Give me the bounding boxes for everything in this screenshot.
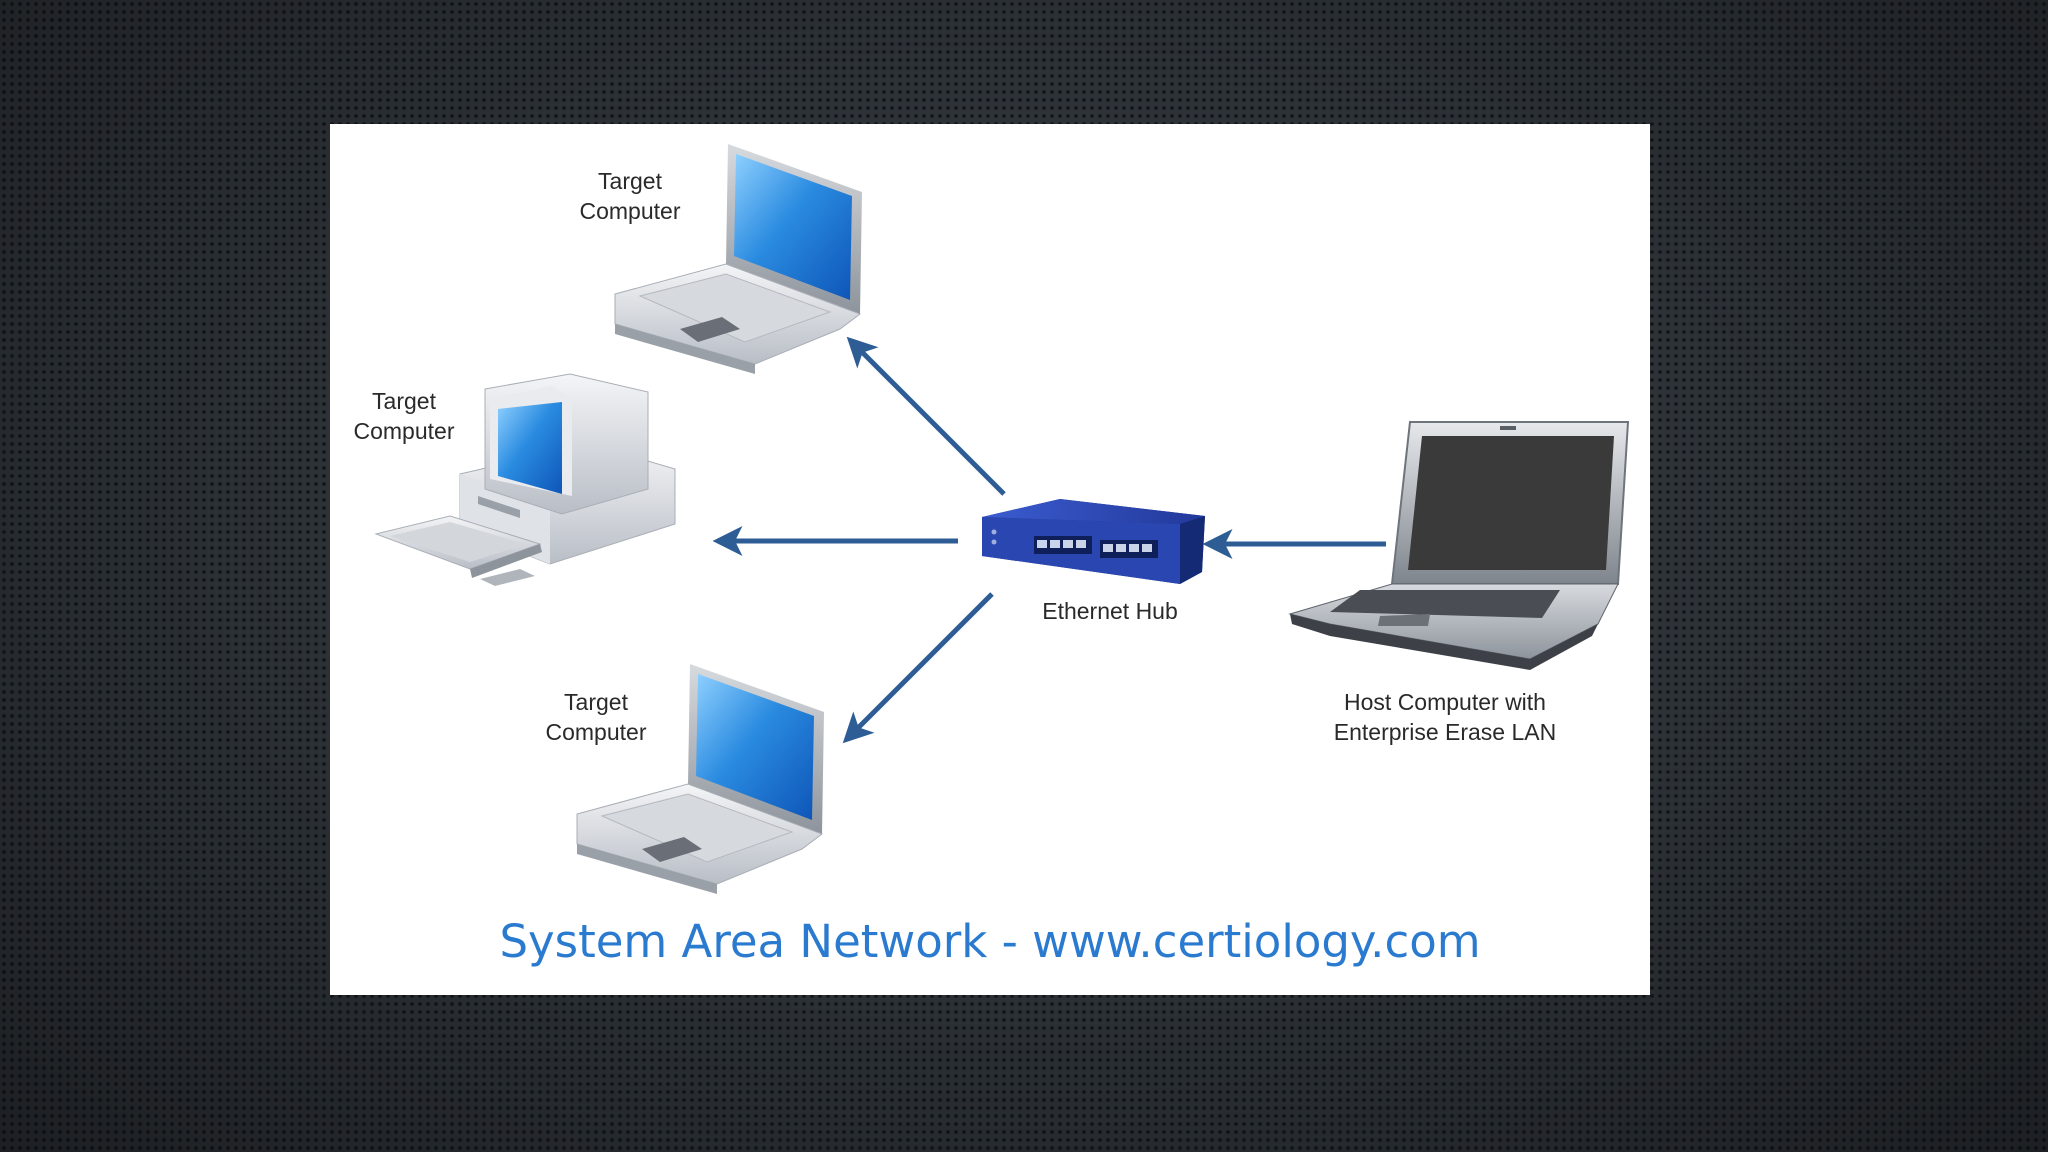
host-computer-label: Host Computer with Enterprise Erase LAN <box>1295 687 1595 747</box>
diagram-panel: Target Computer Target Computer Target C… <box>330 124 1650 995</box>
host-laptop-icon <box>1288 421 1630 670</box>
label-line: Host Computer with <box>1344 689 1546 715</box>
label-line: Computer <box>353 418 455 444</box>
target-middle-label: Target Computer <box>344 386 464 446</box>
network-diagram <box>374 144 1630 894</box>
label-line: Target <box>372 388 436 414</box>
label-line: Enterprise Erase LAN <box>1333 719 1557 745</box>
laptop-icon <box>576 664 824 894</box>
label-line: Computer <box>579 198 681 224</box>
diagram-caption: System Area Network - www.certiology.com <box>499 915 1481 968</box>
label-line: Target <box>564 689 628 715</box>
ethernet-hub-label: Ethernet Hub <box>1042 598 1178 624</box>
label-line: Computer <box>545 719 647 745</box>
target-top-label: Target Computer <box>570 166 690 226</box>
laptop-icon <box>614 144 862 374</box>
label-line: Target <box>598 168 662 194</box>
target-bottom-label: Target Computer <box>536 687 656 747</box>
arrow-hub-to-top <box>846 336 1006 496</box>
ethernet-hub-icon <box>982 499 1205 584</box>
desktop-computer-icon <box>374 373 676 586</box>
arrow-hub-to-bottom <box>842 592 994 744</box>
